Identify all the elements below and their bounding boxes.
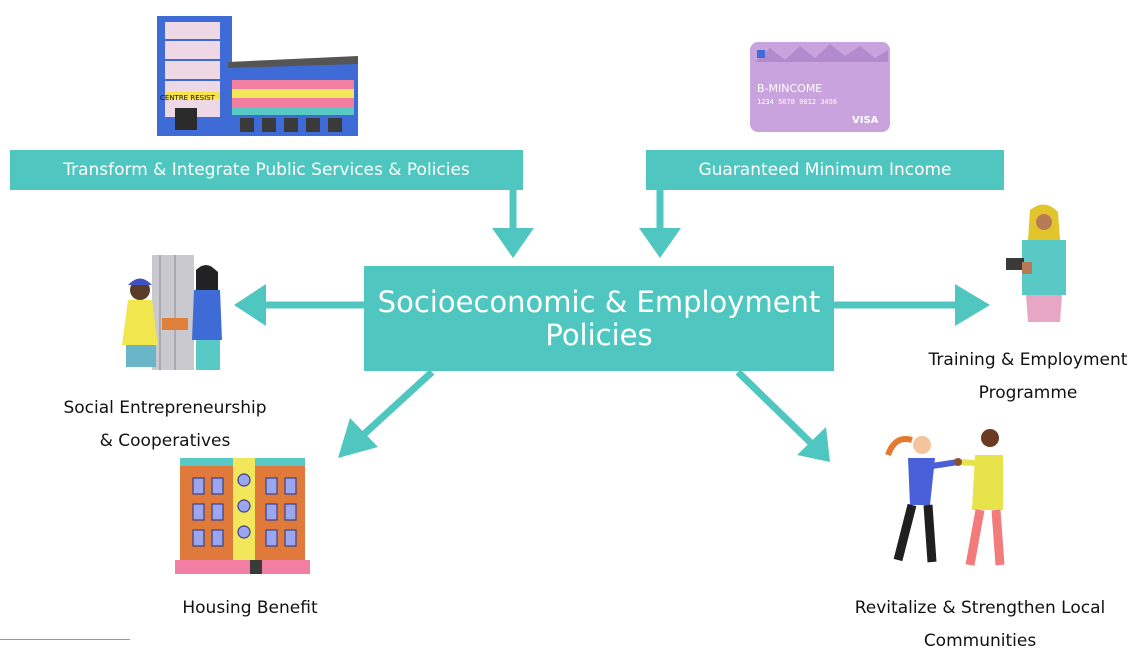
transform-services-label: Transform & Integrate Public Services & …: [63, 160, 470, 180]
transform-services-box: Transform & Integrate Public Services & …: [10, 150, 523, 190]
public-services-building-illustration: CENTRE RESIST: [157, 16, 358, 136]
guaranteed-income-label: Guaranteed Minimum Income: [698, 160, 952, 180]
training-woman-illustration: [1006, 204, 1066, 322]
arrow-transform-to-center: [492, 190, 534, 258]
arrow-income-to-center: [639, 190, 681, 258]
arrow-center-to-revitalize: [735, 369, 830, 462]
housing-label-text: Housing Benefit: [182, 598, 318, 618]
card-number: 1234 5678 9012 3456: [757, 98, 837, 106]
central-title-line1: Socioeconomic & Employment: [377, 284, 821, 319]
training-label: Training & Employment Programme: [904, 344, 1144, 410]
housing-building-illustration: [175, 458, 310, 574]
revitalize-communities-label: Revitalize & Strengthen Local Communitie…: [820, 592, 1140, 658]
arrow-center-to-housing: [338, 369, 435, 458]
card-brand: B-MINCOME: [757, 82, 822, 95]
arrow-center-to-training: [834, 284, 990, 326]
central-policies-box: Socioeconomic & Employment Policies: [364, 266, 834, 371]
revitalize-label-line1: Revitalize & Strengthen Local: [854, 598, 1106, 618]
social-label-line2: & Cooperatives: [99, 431, 231, 451]
training-label-line1: Training & Employment: [928, 350, 1128, 370]
arrows: [234, 190, 990, 462]
b-mincome-card-illustration: B-MINCOME 1234 5678 9012 3456 VISA: [750, 42, 890, 132]
central-title-line2: Policies: [545, 317, 653, 352]
social-entrepreneurship-label: Social Entrepreneurship & Cooperatives: [30, 392, 300, 458]
card-network: VISA: [852, 115, 879, 126]
arrow-center-to-social: [234, 284, 364, 326]
community-people-illustration: [885, 429, 1005, 566]
guaranteed-income-box: Guaranteed Minimum Income: [646, 150, 1004, 190]
cooperative-people-illustration: [122, 255, 222, 370]
training-label-line2: Programme: [978, 383, 1078, 403]
revitalize-label-line2: Communities: [923, 631, 1037, 651]
social-label-line1: Social Entrepreneurship: [63, 398, 267, 418]
building-sign: CENTRE RESIST: [160, 94, 216, 102]
housing-benefit-label: Housing Benefit: [140, 592, 360, 625]
footnote-divider: [0, 639, 130, 640]
